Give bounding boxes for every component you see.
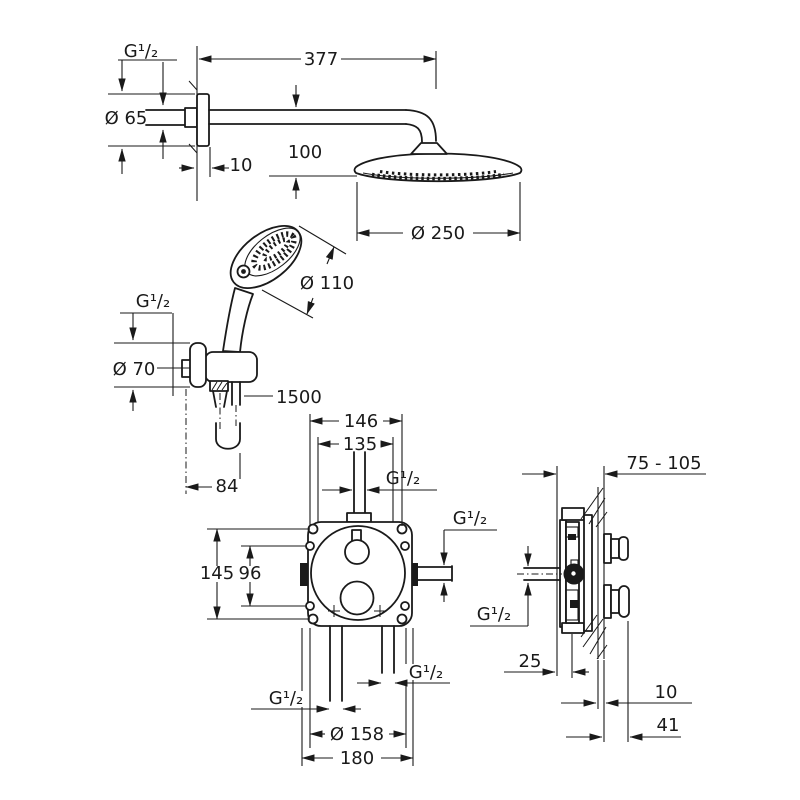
hand-shower-head	[229, 225, 303, 289]
holder-body	[204, 351, 258, 383]
dim-arm-flange-diameter: Ø 65	[105, 108, 148, 129]
supply-stub	[145, 109, 186, 126]
arm-bend	[405, 109, 437, 143]
mounting-screws	[305, 523, 410, 625]
dim-head-diameter: Ø 250	[411, 223, 465, 244]
plate-width-extensions	[301, 628, 414, 766]
hose-nut-knurl	[211, 381, 228, 391]
dim-height-inner: 96	[239, 563, 262, 584]
shower-arm	[208, 109, 407, 125]
dim-hand-diameter: Ø 110	[300, 273, 354, 294]
height-outer-label-bg	[199, 566, 234, 582]
bottom-left-thread-bg	[265, 691, 308, 707]
box-bottom-block	[561, 622, 585, 634]
outlet-pipe-right	[417, 565, 453, 582]
valve-front-view: 146 135 G¹/₂ G¹/₂ 145 96 G¹/₂ G¹/₂ Ø 158…	[199, 411, 497, 769]
dim-outlet-thread-bottom-left: G¹/₂	[269, 688, 303, 709]
handle-bottom-profile	[603, 584, 630, 619]
dim-rosette-diameter: Ø 158	[330, 724, 384, 745]
dim-trim-depth: 10	[655, 682, 678, 703]
hand-spray-ring1	[251, 231, 297, 271]
dim-plate-width: 180	[340, 748, 374, 769]
inlet-pipe-top	[353, 451, 366, 514]
dim-holder-offset: 84	[216, 476, 239, 497]
flange-dia-extensions	[108, 93, 195, 147]
height-outer-extensions	[207, 528, 310, 620]
dim-width-outer: 146	[344, 411, 378, 432]
fixing-cross-marks	[328, 605, 386, 617]
hose-outlet	[231, 381, 241, 406]
rosette-circle	[310, 525, 406, 621]
hand-dia-arrow-bottom	[306, 297, 315, 315]
wall-lines-side	[597, 487, 605, 659]
trim-depth-extensions	[597, 660, 605, 742]
bottom-right-thread-bg	[403, 664, 449, 680]
height-inner-label-bg	[237, 566, 263, 582]
valve-side-view: 75 - 105 G¹/₂ 25 10 41	[470, 453, 706, 742]
hand-spray-ring2	[261, 237, 291, 262]
dim-holder-flange-diameter: Ø 70	[113, 359, 156, 380]
wall-union	[184, 107, 198, 128]
side-inlet-port-center	[571, 571, 576, 576]
right-outlet-tab	[412, 563, 418, 586]
dim-arm-flange-depth: 10	[230, 155, 253, 176]
wall-hatching	[580, 487, 608, 660]
head-connector	[410, 142, 448, 155]
offset-label-bg	[212, 479, 242, 495]
arm-flange	[196, 93, 210, 147]
dim-holder-thread: G¹/₂	[136, 291, 170, 312]
width-outer-extensions	[309, 414, 403, 526]
rosette-dia-extensions	[309, 628, 407, 748]
volume-spindle	[339, 580, 375, 616]
hose-loop	[215, 422, 241, 450]
dim-outlet-thread-bottom-right: G¹/₂	[409, 662, 443, 683]
thermostat-spindle	[344, 539, 370, 565]
hand-dia-arrow-top	[325, 246, 335, 265]
inlet-collar	[346, 512, 372, 523]
holder-dia-extensions	[114, 342, 190, 388]
left-outlet-tab	[300, 563, 308, 586]
dim-width-inner: 135	[343, 434, 377, 455]
handle-top-profile	[603, 533, 629, 564]
dim-arm-projection: 377	[304, 49, 338, 70]
hand-shower-handle	[222, 287, 254, 353]
side-inlet-pipe	[523, 567, 561, 581]
dim-head-drop: 100	[288, 142, 322, 163]
dim-inlet-thread-top: G¹/₂	[386, 468, 420, 489]
outlet-pipe-bottom-right	[381, 625, 395, 674]
dim-side-inlet-thread: G¹/₂	[477, 604, 511, 625]
dim-arm-thread: G¹/₂	[124, 41, 158, 62]
dim-hose-length: 1500	[276, 387, 322, 408]
mode-button-dot	[241, 269, 246, 274]
holder-flange	[189, 342, 207, 388]
body-detail-top-fill	[568, 534, 576, 540]
hand-dia-extensions	[261, 225, 347, 319]
hand-shower-view: Ø 110 G¹/₂ Ø 70 1500 84	[113, 225, 354, 497]
dim-handle-protrusion: 41	[657, 715, 680, 736]
dim-height-outer: 145	[200, 563, 234, 584]
dim-box-depth: 25	[519, 651, 542, 672]
body-detail-bottom-fill	[570, 600, 579, 608]
dim-outlet-thread-right: G¹/₂	[453, 508, 487, 529]
dim-installation-depth: 75 - 105	[626, 453, 701, 474]
width-inner-extensions	[317, 437, 394, 522]
box-front-plate	[583, 514, 593, 632]
hose-upper	[212, 390, 228, 408]
spray-nozzles-row1	[371, 172, 505, 181]
head-shower-view: G¹/₂ 377 Ø 65 100 10 Ø 250	[105, 41, 523, 244]
box-top-block	[561, 507, 585, 521]
outlet-pipe-bottom-left	[329, 625, 343, 702]
